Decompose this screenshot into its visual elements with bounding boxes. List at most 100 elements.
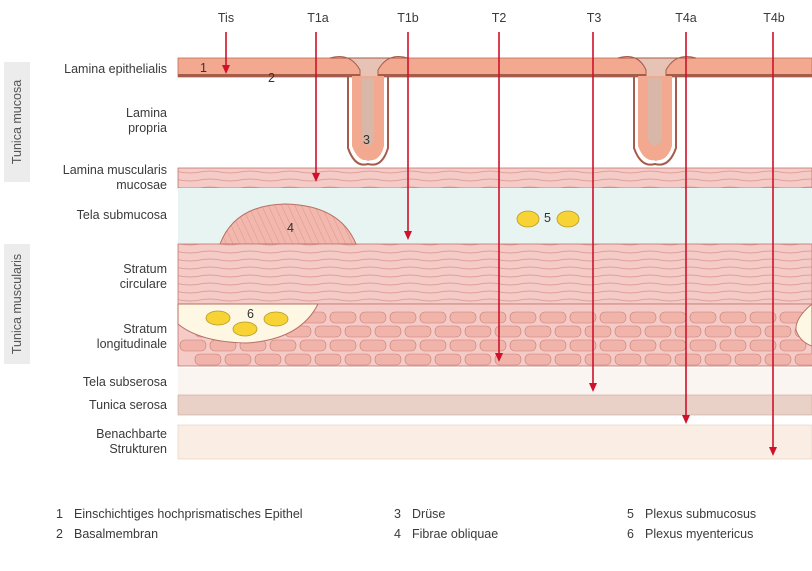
muscle-cell [584,325,612,338]
legend-text: Drüse [412,507,446,521]
muscle-cell [344,353,372,366]
muscle-cell [719,311,747,324]
muscle-cell [524,353,552,366]
muscle-cell [554,353,582,366]
plexus-submucosus-node [516,210,540,228]
muscle-cell [194,353,222,366]
arrowhead-t2 [495,353,503,362]
muscle-cell [719,339,747,352]
stage-label-t4b: T4b [763,11,785,25]
muscle-cell [779,339,807,352]
legend-num: 3 [394,507,401,521]
stage-label-t3: T3 [586,11,602,25]
muscle-cell [224,353,252,366]
muscle-cell [614,325,642,338]
muscle-cell [689,339,717,352]
arrowhead-t4a [682,415,690,424]
muscle-cell [404,353,432,366]
legend-item-6: 6 Plexus myentericus [627,527,753,541]
muscle-cell [509,339,537,352]
muscle-cell [359,311,387,324]
marker-3: 3 [363,133,370,147]
legend-text: Fibrae obliquae [412,527,499,541]
legend-item-4: 4 Fibrae obliquae [394,527,498,541]
muscle-cell [374,353,402,366]
side-bar-mucosa: Tunica mucosa [4,62,30,182]
layer-label-muscularis-mucosae: Lamina muscularis mucosae [62,163,167,192]
muscle-cell [464,353,492,366]
muscle-cell [449,339,477,352]
muscle-cell [749,339,777,352]
muscle-cell [269,339,297,352]
muscle-cell [464,325,492,338]
muscle-cell [629,339,657,352]
legend-num: 6 [627,527,634,541]
muscle-cell [599,339,627,352]
legend-text: Plexus submucosus [645,507,757,521]
arrowhead-t1a [312,173,320,182]
fibrae-obliquae [219,203,357,245]
layer-label-longitudinale: Stratum longitudinale [96,322,167,351]
muscle-cell [599,311,627,324]
muscle-cell [644,353,672,366]
muscle-cell [389,311,417,324]
tela-subserosa [178,368,812,395]
stage-label-t4a: T4a [675,11,697,25]
muscle-cell [569,339,597,352]
muscle-cell [254,353,282,366]
marker-5: 5 [544,211,551,225]
muscle-cell [329,339,357,352]
muscle-cell [764,353,792,366]
layer-label-subserosa: Tela subserosa [82,375,167,389]
marker-6: 6 [247,307,254,321]
muscle-cell [494,353,522,366]
muscle-cell [764,325,792,338]
legend-text: Plexus myentericus [645,527,754,541]
muscle-cell [434,325,462,338]
side-bar-muscularis: Tunica muscularis [4,244,30,364]
muscle-cell [704,325,732,338]
marker-2: 2 [268,71,275,85]
invasion-arrows [222,32,777,456]
legend-num: 2 [56,527,63,541]
layer-label-benachbarte: Benachbarte Strukturen [96,427,167,456]
muscle-cell [794,353,812,366]
arrowhead-t1b [404,231,412,240]
muscle-cell [674,325,702,338]
layer-label-submucosa: Tela submucosa [76,208,167,222]
plexus-myentericus-node [263,311,289,327]
muscle-cell [509,311,537,324]
lamina-muscularis-mucosae [177,167,812,189]
marker-4: 4 [287,221,294,235]
gland-right [617,56,697,166]
side-label-mucosa: Tunica mucosa [10,79,24,165]
side-label-muscularis: Tunica muscularis [10,253,24,355]
layer-label-epithelialis: Lamina epithelialis [64,62,167,76]
marker-1: 1 [200,61,207,75]
layer-label-circulare: Stratum circulare [119,262,167,291]
muscle-cell [179,339,207,352]
stage-label-t1a: T1a [307,11,329,25]
muscle-cell [494,325,522,338]
legend-num: 4 [394,527,401,541]
legend-num: 1 [56,507,63,521]
legend-num: 5 [627,507,634,521]
muscle-cell [419,339,447,352]
stage-label-tis: Tis [217,11,235,25]
benachbarte-strukturen [177,424,812,460]
muscle-cell [539,339,567,352]
muscle-cell [299,339,327,352]
longitudinal-muscle-cells [179,311,812,366]
muscle-cell [539,311,567,324]
muscle-cell [314,325,342,338]
muscle-cell [629,311,657,324]
muscle-cell [749,311,777,324]
arrowhead-t3 [589,383,597,392]
muscle-cell [524,325,552,338]
muscle-cell [734,325,762,338]
legend-item-5: 5 Plexus submucosus [627,507,756,521]
